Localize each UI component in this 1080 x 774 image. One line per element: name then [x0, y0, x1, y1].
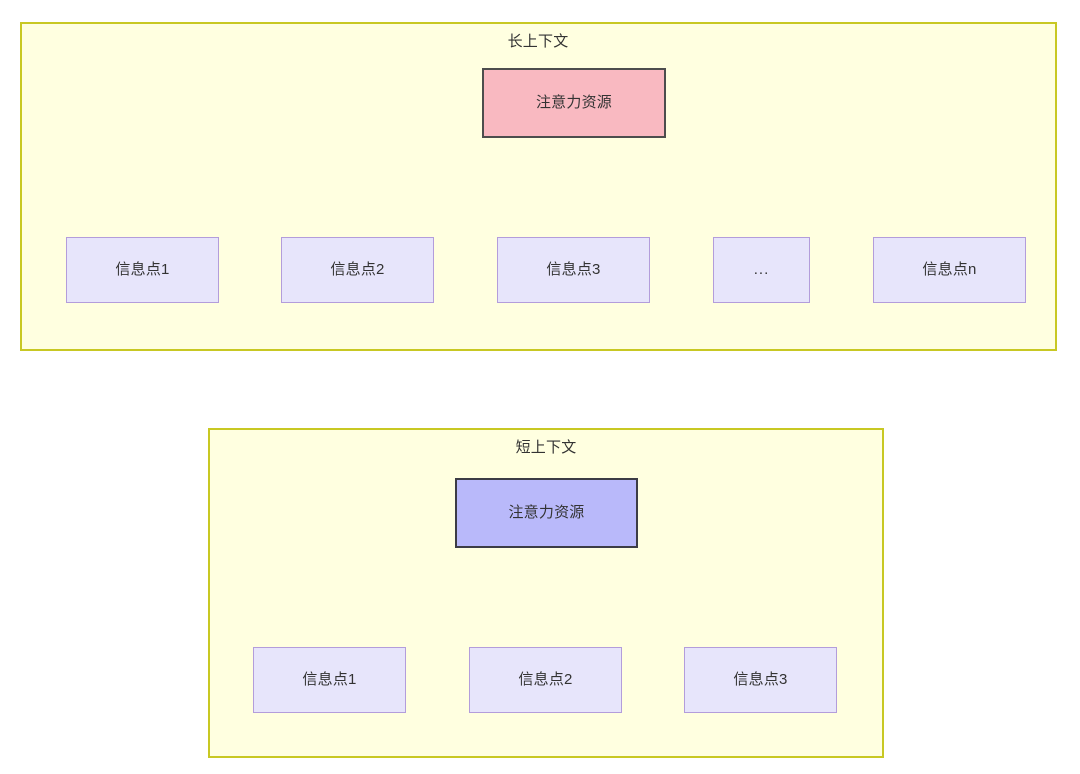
node-attention-resource-long-label: 注意力资源 — [535, 94, 612, 111]
node-attention-resource-long[interactable]: 注意力资源 — [482, 68, 666, 138]
node-info-point-1-short[interactable]: 信息点1 — [253, 647, 406, 713]
region-long-context-label: 长上下文 — [507, 33, 569, 50]
node-info-point-1-short-label: 信息点1 — [302, 671, 357, 688]
node-attention-resource-short-label: 注意力资源 — [508, 504, 585, 521]
node-info-point-3-long-label: 信息点3 — [546, 261, 601, 278]
node-info-point-n-long-label: 信息点n — [922, 261, 977, 278]
node-info-point-2-short[interactable]: 信息点2 — [469, 647, 622, 713]
node-info-point-ellipsis-long-label: ... — [753, 261, 770, 278]
region-short-context-label: 短上下文 — [515, 439, 577, 456]
node-info-point-2-long-label: 信息点2 — [330, 261, 385, 278]
node-attention-resource-short[interactable]: 注意力资源 — [455, 478, 638, 548]
node-info-point-2-long[interactable]: 信息点2 — [281, 237, 434, 303]
node-info-point-ellipsis-long[interactable]: ... — [713, 237, 810, 303]
node-info-point-1-long[interactable]: 信息点1 — [66, 237, 219, 303]
node-info-point-3-short-label: 信息点3 — [733, 671, 788, 688]
node-info-point-n-long[interactable]: 信息点n — [873, 237, 1026, 303]
node-info-point-2-short-label: 信息点2 — [518, 671, 573, 688]
node-info-point-1-long-label: 信息点1 — [115, 261, 170, 278]
node-info-point-3-long[interactable]: 信息点3 — [497, 237, 650, 303]
node-info-point-3-short[interactable]: 信息点3 — [684, 647, 837, 713]
